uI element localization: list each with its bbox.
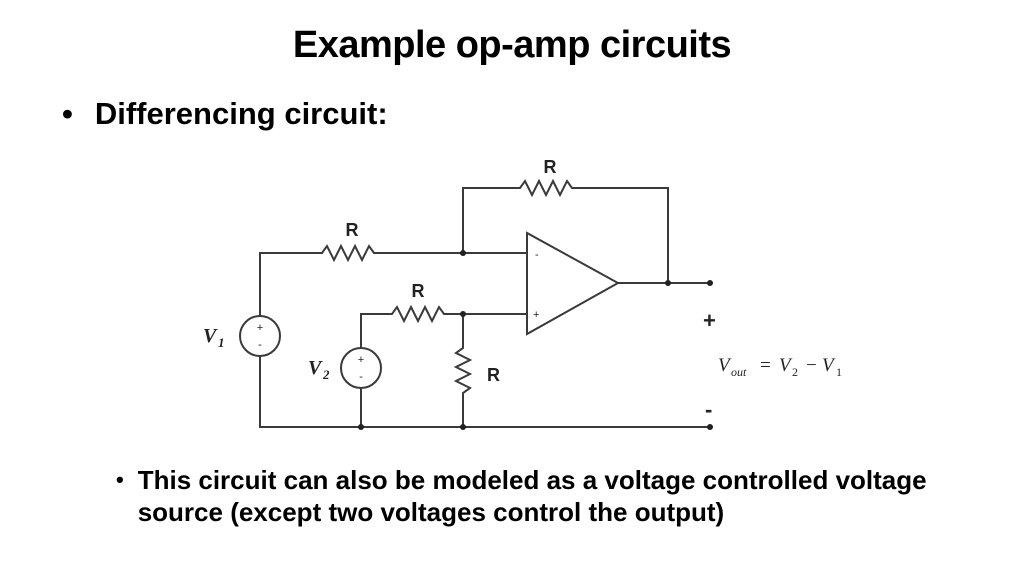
opamp-noninverting-sign: + — [533, 309, 539, 321]
feedback-wire — [462, 178, 669, 283]
input-wire-v1 — [259, 243, 527, 316]
feedback-resistor-label: R — [544, 157, 557, 177]
sub-bullet-dot: • — [116, 467, 124, 492]
equation-minus: − — [806, 355, 817, 376]
ground-rail — [259, 356, 710, 428]
junction-dot — [460, 311, 466, 317]
sub-bullet-text: This circuit can also be modeled as a vo… — [137, 465, 927, 527]
junction-dot — [358, 424, 364, 430]
v1-label-sub: 1 — [218, 335, 225, 350]
ground-resistor-wire — [453, 314, 473, 427]
junction-dot — [665, 280, 671, 286]
v2-plus-sign: + — [358, 354, 364, 366]
equation-term1-var: V — [779, 355, 793, 376]
output-equation: V out = V 2 − V 1 — [718, 355, 842, 379]
junction-dot — [460, 424, 466, 430]
output-minus-sign: - — [705, 397, 712, 422]
voltage-source-v1 — [239, 315, 281, 357]
input-wire-v2 — [360, 304, 527, 348]
output-terminal-plus — [707, 280, 713, 286]
equation-term2-sub: 1 — [836, 365, 842, 379]
input-resistor-label: R — [346, 220, 359, 240]
opamp-symbol — [526, 231, 621, 336]
v1-label: V — [203, 325, 218, 347]
v2-label: V — [308, 357, 323, 379]
main-bullet: • Differencing circuit: — [62, 96, 388, 132]
output-plus-sign: + — [703, 308, 716, 333]
slide-title: Example op-amp circuits — [292, 24, 732, 66]
output-terminal-minus — [707, 424, 713, 430]
junction-dot — [460, 250, 466, 256]
ground-resistor-label: R — [487, 365, 500, 385]
equation-equals: = — [760, 355, 771, 376]
voltage-source-v2 — [340, 347, 382, 389]
v2-label-sub: 2 — [322, 367, 330, 382]
equation-lhs-sub: out — [731, 365, 747, 379]
equation-term1-sub: 2 — [792, 365, 798, 379]
v1-plus-sign: + — [257, 322, 263, 334]
v2-resistor-label: R — [412, 281, 425, 301]
bullet-dot: • — [62, 96, 73, 131]
equation-lhs-var: V — [718, 355, 732, 376]
equation-term2-var: V — [822, 355, 836, 376]
opamp-inverting-sign: - — [535, 249, 539, 261]
sub-bullet: • This circuit can also be modeled as a … — [116, 464, 976, 528]
v1-minus-sign: - — [258, 339, 262, 351]
v2-minus-sign: - — [359, 371, 363, 383]
main-bullet-text: Differencing circuit: — [94, 96, 388, 131]
